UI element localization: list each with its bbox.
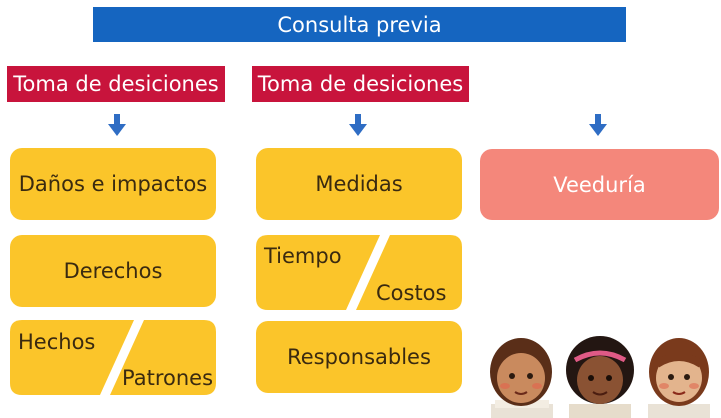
split-left-label: Tiempo: [264, 244, 342, 268]
box-derechos: Derechos: [10, 235, 216, 307]
split-box-hechos-patrones: Hechos Patrones: [10, 320, 216, 395]
split-right-label: Patrones: [122, 366, 214, 390]
arrow-down-icon: [349, 114, 367, 136]
box-medidas: Medidas: [256, 148, 462, 220]
box-label: Medidas: [315, 172, 403, 196]
split-right-label: Costos: [376, 281, 447, 305]
decision-tag-1: Toma de desiciones: [7, 66, 225, 102]
page-title: Consulta previa: [277, 12, 442, 37]
arrow-down-icon: [589, 114, 607, 136]
arrow-down-icon: [108, 114, 126, 136]
box-label: Derechos: [63, 259, 163, 283]
decision-tag-1-label: Toma de desiciones: [13, 72, 219, 96]
box-veeduria: Veeduría: [480, 149, 719, 220]
split-box-tiempo-costos: Tiempo Costos: [256, 235, 462, 310]
title-bar: Consulta previa: [93, 7, 626, 42]
split-box-shape: [10, 320, 216, 395]
children-illustration-icon: [490, 336, 710, 418]
decision-tag-2: Toma de desiciones: [252, 66, 469, 102]
box-label: Veeduría: [553, 172, 646, 197]
box-responsables: Responsables: [256, 321, 462, 393]
decision-tag-2-label: Toma de desiciones: [257, 72, 464, 96]
box-danos-impactos: Daños e impactos: [10, 148, 216, 220]
split-box-shape: [256, 235, 462, 310]
box-label: Responsables: [287, 345, 431, 369]
box-label: Daños e impactos: [18, 172, 208, 196]
split-left-label: Hechos: [18, 330, 96, 354]
